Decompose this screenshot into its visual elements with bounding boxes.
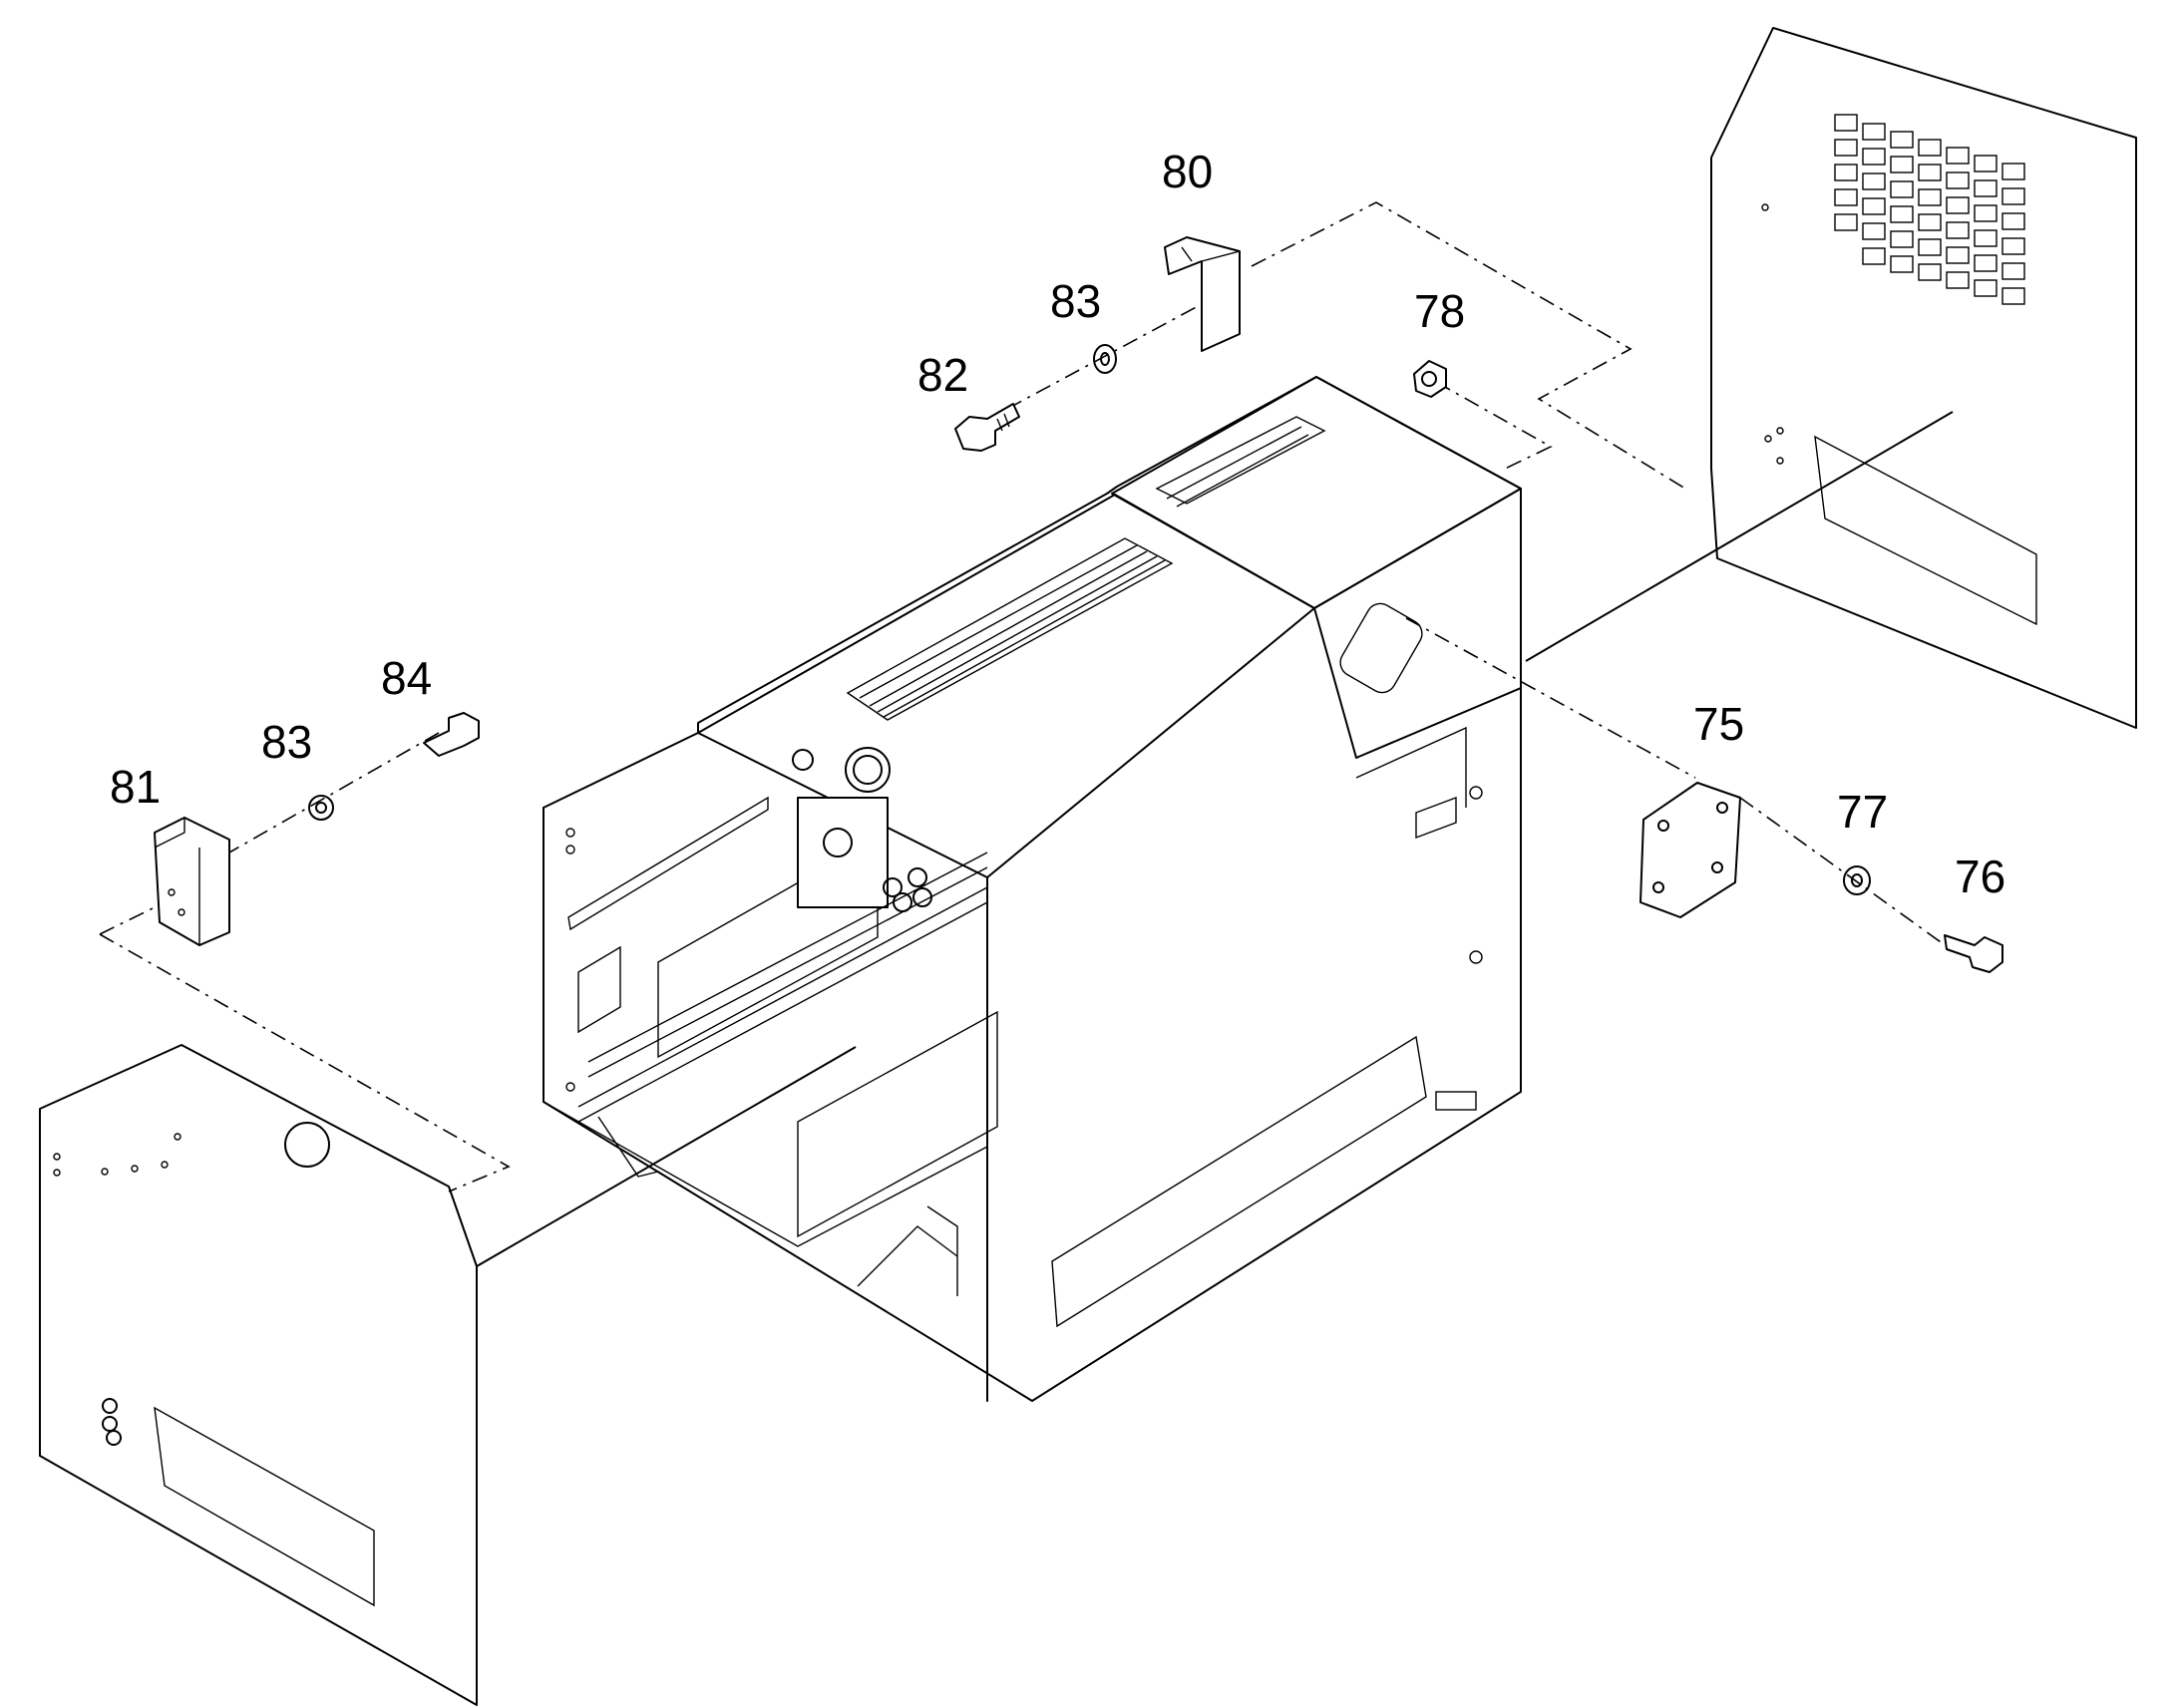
callout-81: 81 — [110, 761, 161, 813]
part-83-washer-top — [1093, 344, 1117, 374]
callout-78: 78 — [1414, 285, 1465, 337]
part-75-cover-plate — [1639, 782, 1741, 918]
callout-84: 84 — [381, 652, 432, 704]
vent-grille — [1834, 114, 2025, 305]
part-77-washer — [1843, 865, 1871, 895]
callout-83-top: 83 — [1050, 275, 1101, 327]
callout-76: 76 — [1955, 851, 2005, 902]
part-76-screw — [1944, 934, 2003, 973]
left-side-panel — [39, 1044, 478, 1706]
right-side-panel — [1710, 27, 2137, 729]
callout-82: 82 — [917, 349, 968, 401]
part-83-washer-left — [308, 795, 334, 821]
callout-80: 80 — [1162, 146, 1213, 197]
part-84-screw — [423, 712, 480, 757]
part-82-screw — [954, 403, 1020, 452]
assembly-lines — [99, 201, 1956, 1267]
part-80-bracket — [1164, 236, 1241, 352]
callout-83-left: 83 — [261, 716, 312, 768]
part-78-nut — [1413, 360, 1447, 398]
part-81-bracket — [154, 817, 230, 946]
callout-77: 77 — [1837, 786, 1888, 838]
callout-labels: 80 83 82 78 75 77 76 84 83 81 — [110, 146, 2005, 902]
main-chassis — [543, 376, 1522, 1402]
callout-75: 75 — [1693, 698, 1744, 750]
